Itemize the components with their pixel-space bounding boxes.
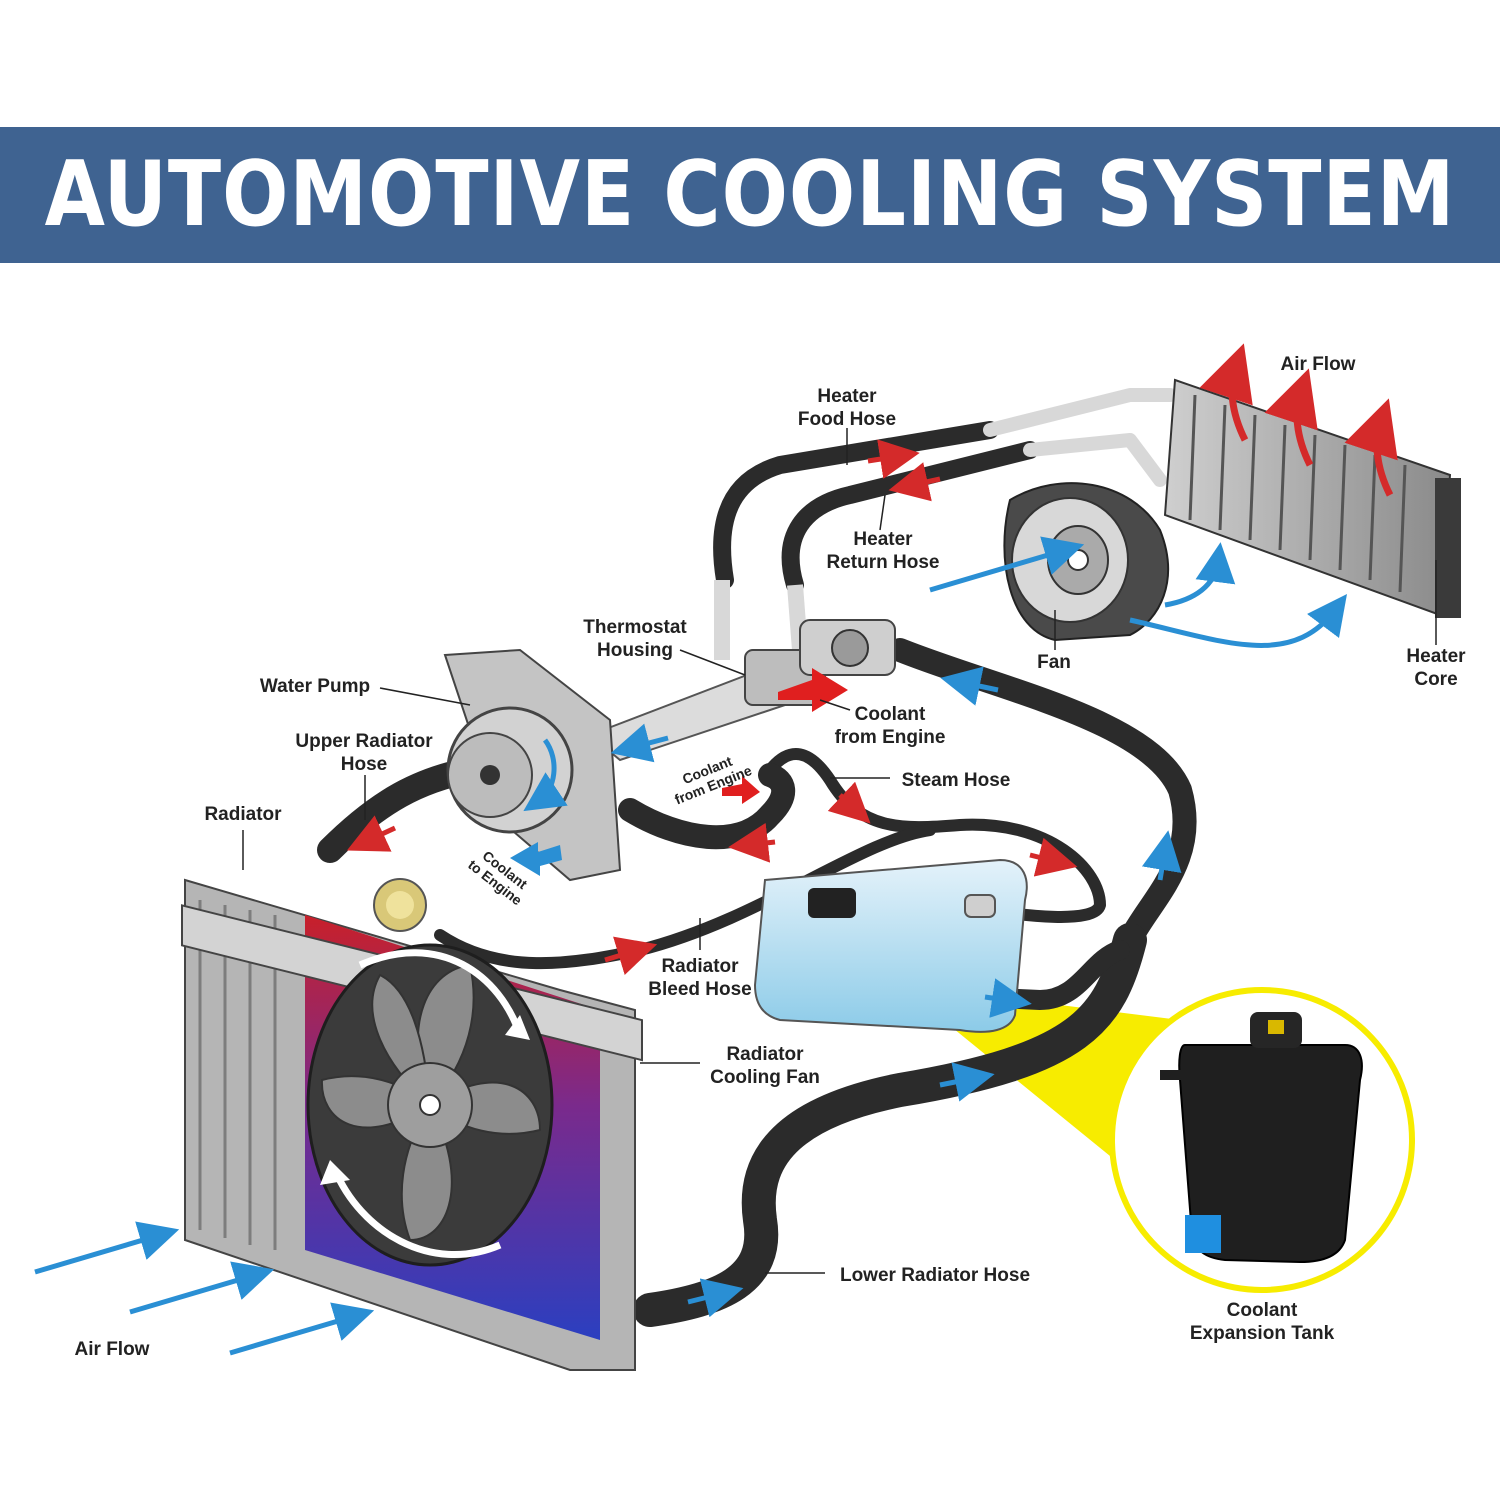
label-upper-radiator-hose-2: Hose: [341, 754, 387, 775]
leader-lines: [242, 428, 1437, 1274]
reservoir-tank: [753, 858, 1028, 1033]
label-steam-hose: Steam Hose: [902, 770, 1011, 791]
heater-pipe-1: [983, 388, 1177, 437]
tank-outlet-hose: [925, 940, 1130, 1010]
label-radiator-cooling-fan-1: Radiator: [726, 1044, 804, 1065]
label-heater-return-hose-2: Return Hose: [827, 552, 940, 573]
coolant-from-engine-arrow: [778, 668, 848, 712]
coolant-to-engine-arrow: [510, 842, 562, 876]
label-thermostat-housing-2: Housing: [597, 640, 673, 661]
label-radiator-bleed-hose-1: Radiator: [661, 956, 739, 977]
label-fan: Fan: [1037, 652, 1071, 673]
air-flow-arrows-top: [1199, 343, 1398, 497]
page-title: AUTOMOTIVE COOLING SYSTEM: [44, 143, 1456, 247]
label-radiator-cooling-fan-2: Cooling Fan: [710, 1067, 820, 1088]
label-heater-feed-hose-1: Heater: [817, 386, 877, 407]
label-radiator: Radiator: [204, 804, 282, 825]
label-air-flow-top: Air Flow: [1281, 354, 1356, 375]
water-pump: [443, 648, 622, 882]
label-coolant-from-engine-1: Coolant: [855, 704, 926, 725]
label-lower-radiator-hose: Lower Radiator Hose: [840, 1265, 1030, 1286]
heater-outlet-pipes: [714, 580, 808, 660]
engine-outlet-hose: [888, 638, 1197, 952]
steam-hose: [764, 748, 1106, 923]
label-air-flow-bottom: Air Flow: [75, 1339, 150, 1360]
air-flow-arrows-bottom: [34, 1221, 375, 1356]
expansion-tank-product: [1160, 1012, 1363, 1264]
heater-return-hose: [781, 441, 1039, 594]
label-coolant-from-engine-2: from Engine: [835, 727, 946, 748]
label-coolant-from-engine-small: Coolant from Engine: [672, 753, 754, 808]
hoses: [317, 388, 1197, 1327]
label-upper-radiator-hose-1: Upper Radiator: [295, 731, 433, 752]
blower-flow-arrows: [929, 536, 1348, 648]
heater-feed-hose: [713, 421, 999, 589]
radiator-cooling-fan: [306, 943, 554, 1267]
label-heater-return-hose-1: Heater: [853, 529, 913, 550]
label-water-pump: Water Pump: [260, 676, 370, 697]
label-heater-feed-hose-2: Food Hose: [798, 409, 896, 430]
label-thermostat-housing-1: Thermostat: [583, 617, 687, 638]
label-coolant-expansion-tank-2: Expansion Tank: [1190, 1323, 1335, 1344]
coolant-from-engine-arrow-small: [722, 776, 760, 804]
heater-pipe-2: [1023, 433, 1167, 487]
title-banner: AUTOMOTIVE COOLING SYSTEM: [0, 127, 1500, 263]
label-coolant-expansion-tank-1: Coolant: [1227, 1300, 1298, 1321]
lower-radiator-hose: [633, 923, 1147, 1327]
label-heater-core-1: Heater: [1406, 646, 1466, 667]
coolant-flow-arrows: [346, 439, 1182, 1318]
label-heater-core-2: Core: [1414, 669, 1457, 690]
label-radiator-bleed-hose-2: Bleed Hose: [648, 979, 751, 1000]
